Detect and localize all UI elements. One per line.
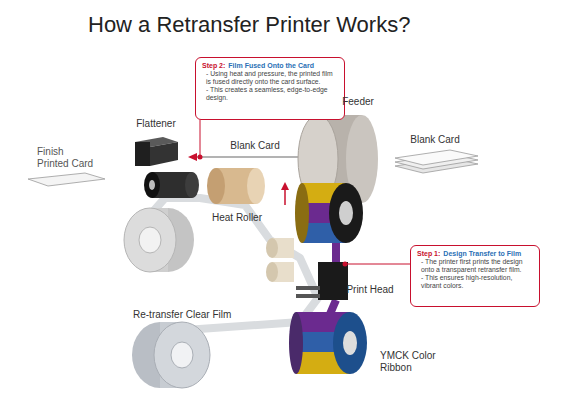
film-spool-hub: [171, 342, 193, 368]
flattener-front: [135, 142, 150, 166]
leader-line: [200, 120, 201, 155]
part-label: Blank Card: [224, 140, 286, 152]
part-label: Feeder: [330, 96, 386, 108]
printed-card: [28, 173, 105, 186]
film-spool-face: [154, 322, 210, 388]
heat-roller-end: [247, 168, 265, 204]
part-label: Re-transfer Clear Film: [133, 309, 273, 321]
lower-ribbon-end: [289, 312, 303, 374]
black-roller-end: [185, 172, 199, 198]
leader-dot: [343, 262, 348, 267]
part-label: Flattener: [126, 118, 186, 130]
guide-roller-face: [266, 262, 278, 282]
print-head-rod: [296, 294, 320, 298]
callout-heading: Step 2:Film Fused Onto the Card: [202, 62, 338, 69]
black-roller-axle: [149, 180, 155, 190]
leader-dot: [198, 155, 203, 160]
card-path: [190, 156, 300, 158]
callout-heading: Step 1:Design Transfer to Film: [417, 250, 533, 257]
step-number: Step 2:: [202, 62, 225, 69]
lower-ribbon-face: [333, 312, 367, 374]
part-label: Blank Card: [404, 134, 466, 146]
callout-body: - This ensures high-resolution, vibrant …: [417, 274, 533, 290]
upper-ribbon-end: [295, 183, 309, 243]
part-label: Finish Printed Card: [37, 146, 95, 169]
upper-ribbon-hub: [339, 201, 353, 225]
upper-ribbon-face: [329, 183, 363, 243]
take-up-spool-face: [124, 208, 176, 272]
diagram-title: How a Retransfer Printer Works?: [88, 12, 410, 38]
leader-line: [347, 264, 410, 265]
callout-box: Step 1:Design Transfer to Film- The prin…: [410, 245, 540, 307]
callout-body: - Using heat and pressure, the printed f…: [202, 70, 338, 86]
lower-ribbon-hub: [343, 331, 357, 355]
film-direction-arrow: [281, 182, 289, 190]
print-head-rod: [296, 286, 320, 290]
step-number: Step 1:: [417, 250, 440, 257]
print-head: [318, 262, 348, 300]
film-direction-line: [284, 189, 286, 205]
callout-body: - This creates a seamless, edge-to-edge …: [202, 86, 338, 102]
take-up-spool-hub: [139, 227, 161, 253]
callout-box: Step 2:Film Fused Onto the Card- Using h…: [195, 57, 345, 120]
heat-roller-face: [207, 168, 225, 204]
card-direction-arrow: [188, 153, 197, 161]
callout-body: - The printer first prints the design on…: [417, 258, 533, 274]
part-label: Heat Roller: [206, 212, 268, 224]
step-title: Film Fused Onto the Card: [228, 62, 314, 69]
guide-roller-face: [266, 238, 278, 258]
part-label: Print Head: [340, 284, 400, 296]
flattener-side: [150, 142, 178, 166]
step-title: Design Transfer to Film: [443, 250, 521, 257]
part-label: YMCK Color Ribbon: [380, 350, 446, 373]
card-stack-top: [395, 150, 478, 165]
black-roller-face: [144, 172, 160, 198]
